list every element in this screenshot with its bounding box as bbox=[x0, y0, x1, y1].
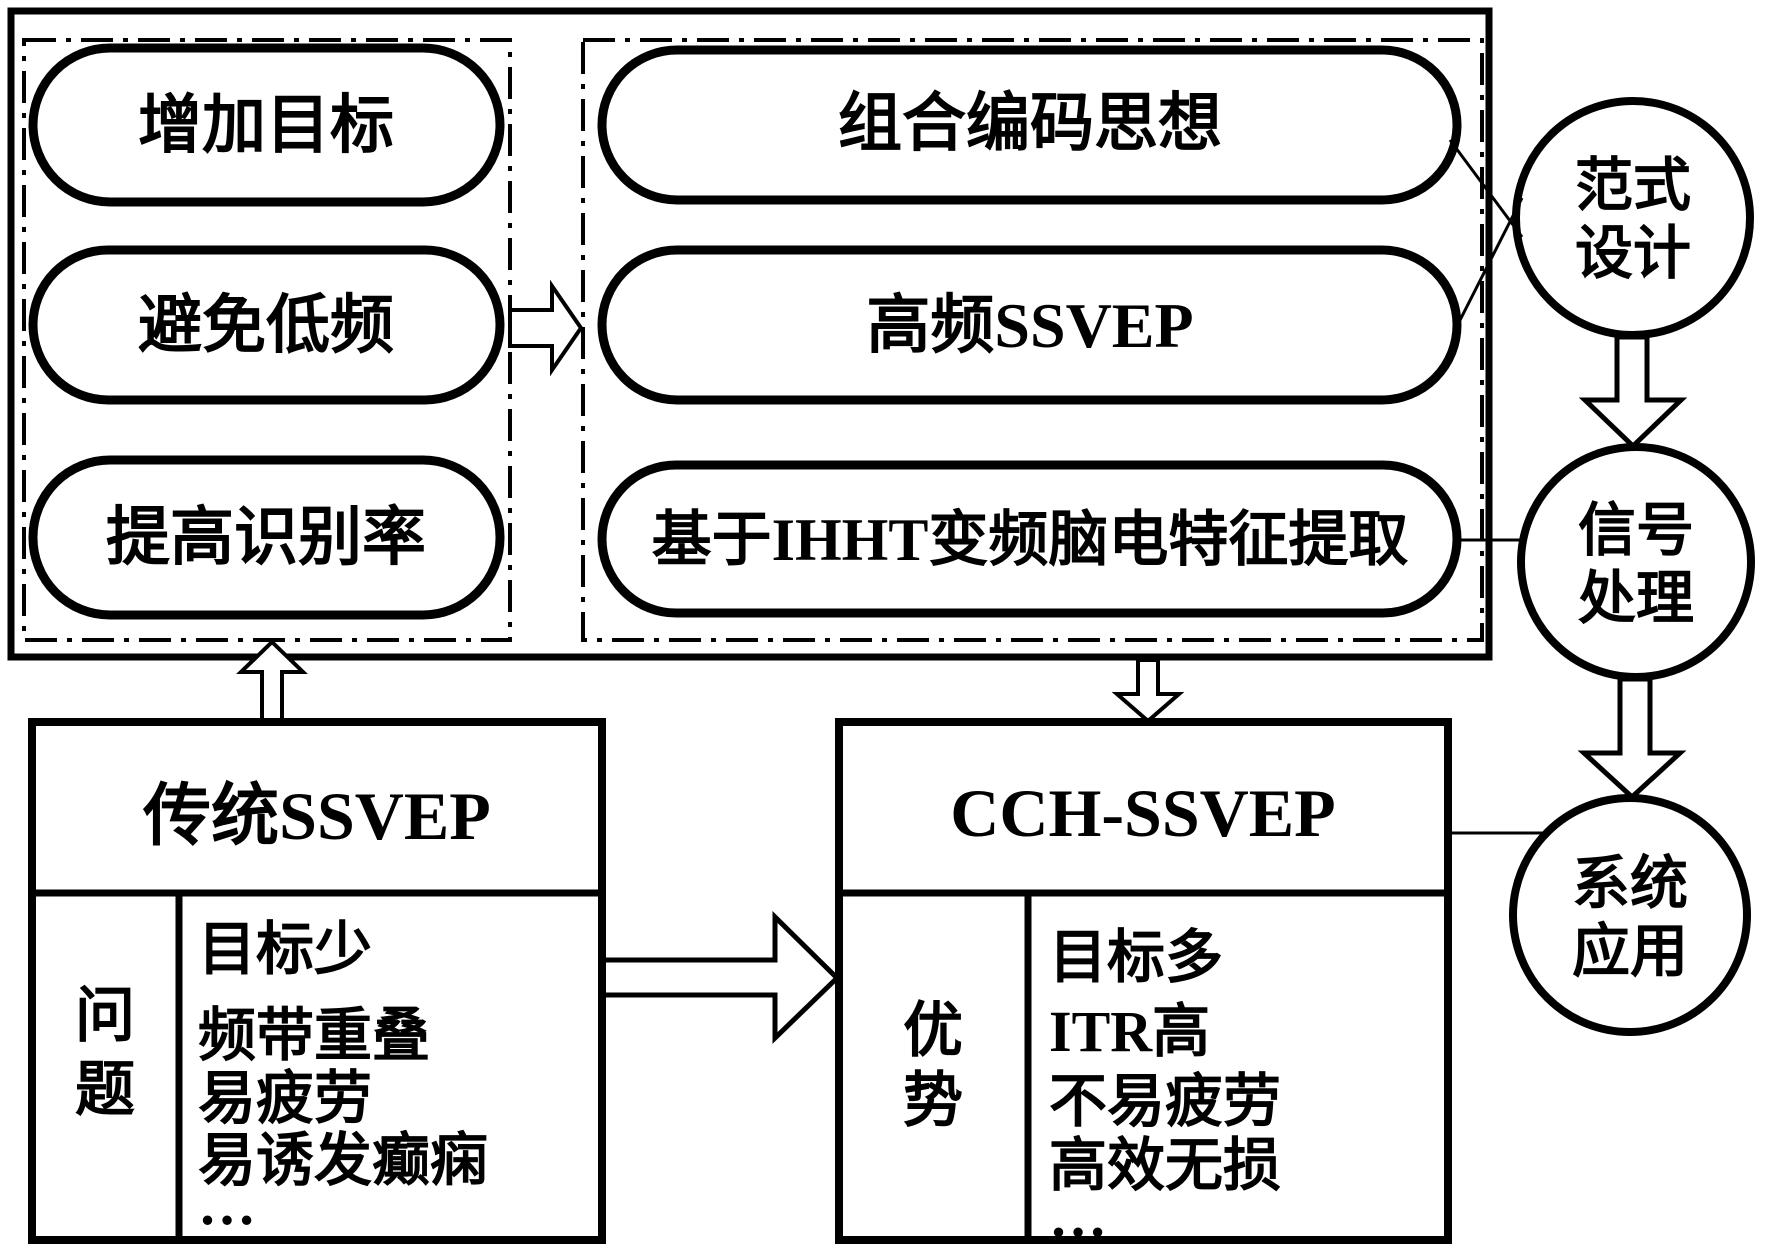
label-combined-coding: 组合编码思想 bbox=[838, 88, 1222, 159]
label-system-line2: 应用 bbox=[1572, 919, 1688, 984]
traditional-side-char-2: 题 bbox=[75, 1057, 135, 1123]
traditional-ssvep-box bbox=[28, 718, 606, 1244]
cch-item: 高效无损 bbox=[1049, 1133, 1281, 1198]
arrow-down-to-cch bbox=[1111, 658, 1185, 724]
stadium-avoid-low-frequency bbox=[28, 245, 505, 405]
cch-ssvep-title: CCH-SSVEP bbox=[950, 775, 1335, 851]
label-avoid-low-frequency: 避免低频 bbox=[138, 290, 394, 361]
label-signal-line2: 处理 bbox=[1578, 566, 1694, 631]
traditional-item: 目标少 bbox=[198, 917, 372, 982]
label-paradigm-line1: 范式 bbox=[1575, 153, 1691, 218]
cch-item-ellipsis: … bbox=[1049, 1184, 1107, 1249]
cch-side-char-2: 势 bbox=[903, 1068, 963, 1134]
traditional-item: 易疲劳 bbox=[198, 1066, 372, 1131]
traditional-ssvep-title: 传统SSVEP bbox=[142, 778, 491, 854]
cch-item: ITR高 bbox=[1049, 999, 1210, 1064]
arrow-paradigm-to-signal bbox=[1578, 334, 1688, 450]
stadium-improve-recognition bbox=[28, 455, 505, 620]
outer-container-box bbox=[7, 7, 1493, 661]
arrow-traditional-to-cch bbox=[599, 911, 841, 1044]
stadium-combined-coding bbox=[597, 45, 1462, 205]
traditional-side-char-1: 问 bbox=[75, 983, 135, 1049]
traditional-item-ellipsis: … bbox=[198, 1172, 256, 1237]
traditional-item: 频带重叠 bbox=[198, 1003, 430, 1068]
stadium-increase-targets bbox=[28, 43, 505, 207]
label-improve-recognition: 提高识别率 bbox=[106, 502, 426, 573]
label-signal-line1: 信号 bbox=[1578, 498, 1694, 563]
label-system-line1: 系统 bbox=[1572, 851, 1688, 916]
circle-paradigm-design bbox=[1512, 97, 1754, 339]
label-increase-targets: 增加目标 bbox=[138, 90, 394, 161]
cch-side-char-1: 优 bbox=[903, 998, 963, 1064]
label-paradigm-line2: 设计 bbox=[1575, 221, 1691, 286]
arrow-left-group-to-right-group bbox=[508, 279, 584, 377]
label-ihht-feature-extraction: 基于IHHT变频脑电特征提取 bbox=[652, 507, 1409, 573]
cch-item: 目标多 bbox=[1049, 925, 1223, 990]
methods-dashed-group bbox=[581, 38, 1484, 642]
arrow-signal-to-system bbox=[1577, 676, 1687, 801]
cch-item: 不易疲劳 bbox=[1049, 1069, 1281, 1134]
label-high-freq-ssvep: 高频SSVEP bbox=[866, 290, 1193, 361]
connector-highfreq-to-paradigm bbox=[1453, 197, 1524, 331]
cch-ssvep-box bbox=[835, 718, 1452, 1244]
traditional-item: 易诱发癫痫 bbox=[198, 1128, 488, 1193]
